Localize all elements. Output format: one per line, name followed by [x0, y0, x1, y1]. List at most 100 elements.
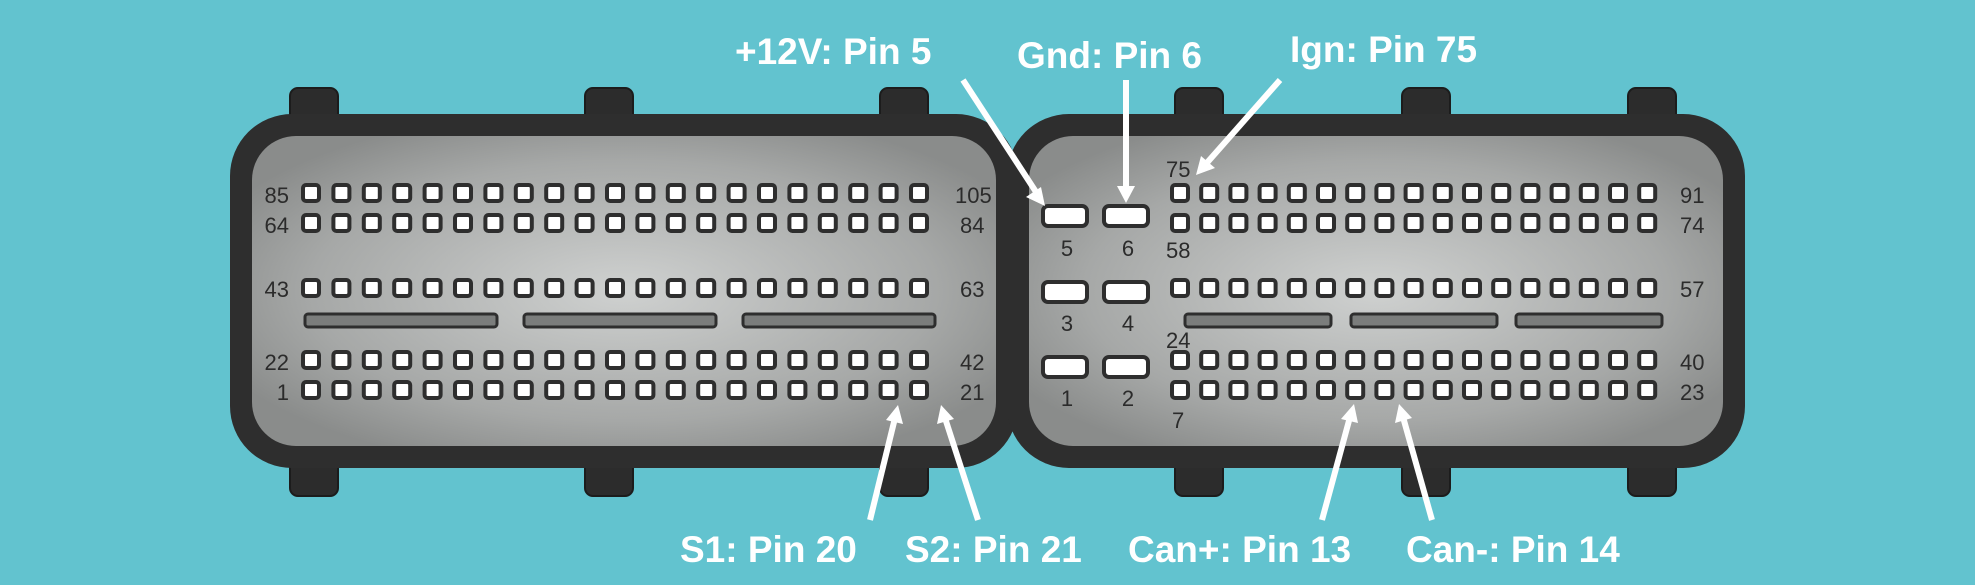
- pin-socket: [1608, 213, 1628, 233]
- pin-socket: [726, 350, 747, 370]
- pin-label-3: 3: [1061, 311, 1073, 336]
- pin-socket: [1520, 213, 1541, 233]
- pin-socket: [1286, 350, 1307, 370]
- pin-socket: [1403, 380, 1424, 400]
- pin-socket: [574, 183, 595, 203]
- pin-socket: [513, 213, 534, 233]
- pin-socket: [361, 380, 382, 400]
- callout-canm: Can-: Pin 14: [1406, 529, 1620, 570]
- pin-socket: [361, 183, 382, 203]
- pin-socket: [665, 213, 686, 233]
- pin-socket: [1228, 213, 1249, 233]
- pin-6: [1102, 204, 1150, 228]
- pin-socket: [696, 213, 717, 233]
- pin-label-22: 22: [265, 350, 289, 375]
- separator-bars: [303, 312, 1664, 329]
- pin-label-6: 6: [1122, 236, 1134, 261]
- pin-label-1: 1: [1061, 386, 1073, 411]
- arrowhead-s1: [886, 405, 903, 424]
- pin-socket: [1462, 350, 1482, 370]
- pin-label-7: 7: [1172, 408, 1184, 433]
- pin-socket: [574, 278, 595, 298]
- pin-socket: [1199, 380, 1220, 400]
- separator-bar: [1183, 312, 1333, 329]
- callout-arrows: [867, 78, 1435, 521]
- pin-socket: [848, 183, 869, 203]
- separator-bar: [741, 312, 937, 329]
- pin-socket: [544, 350, 565, 370]
- pin-socket: [1462, 213, 1482, 233]
- pin-socket: [1374, 350, 1395, 370]
- pin-socket: [392, 380, 413, 400]
- pin-socket: [1403, 350, 1424, 370]
- pin-socket: [696, 183, 717, 203]
- arrow-s2: [942, 417, 981, 521]
- pin-label-21: 21: [960, 380, 984, 405]
- pin-socket: [1345, 350, 1366, 370]
- pin-socket: [848, 213, 869, 233]
- pin-socket: [817, 183, 838, 203]
- pin-label-57: 57: [1680, 277, 1704, 302]
- pin-socket: [696, 350, 717, 370]
- pin-socket: [1549, 380, 1570, 400]
- pin-socket: [817, 278, 838, 298]
- pin-socket: [301, 183, 321, 203]
- pin-socket: [1578, 213, 1599, 233]
- pin-socket: [1374, 380, 1395, 400]
- pin-socket: [453, 380, 473, 400]
- pin-socket: [1608, 278, 1628, 298]
- pin-socket: [757, 350, 777, 370]
- pin-label-84: 84: [960, 213, 984, 238]
- pin-socket: [1491, 278, 1512, 298]
- pin-socket: [1549, 213, 1570, 233]
- pin-socket: [422, 213, 443, 233]
- pin-socket: [1228, 183, 1249, 203]
- separator-bar: [303, 312, 499, 329]
- pin-socket: [848, 380, 869, 400]
- arrowhead-s2: [937, 405, 954, 424]
- pin-socket: [909, 278, 929, 298]
- pin-socket: [331, 350, 352, 370]
- pin-label-74: 74: [1680, 213, 1704, 238]
- arrowhead-ign: [1196, 156, 1215, 175]
- pin-socket: [605, 350, 625, 370]
- arrow-canm: [1400, 416, 1435, 521]
- pin-socket: [757, 213, 777, 233]
- pin-socket: [726, 278, 747, 298]
- pin-socket: [361, 350, 382, 370]
- pin-socket: [483, 278, 504, 298]
- pin-3: [1041, 280, 1089, 304]
- pin-socket: [544, 183, 565, 203]
- pin-socket: [1403, 278, 1424, 298]
- pin-socket: [1286, 380, 1307, 400]
- pin-label-40: 40: [1680, 350, 1704, 375]
- pin-socket: [757, 278, 777, 298]
- pin-socket: [513, 183, 534, 203]
- pin-socket: [301, 213, 321, 233]
- pin-label-63: 63: [960, 277, 984, 302]
- pin-socket: [635, 278, 656, 298]
- pin-socket: [1316, 380, 1336, 400]
- pin-socket: [1432, 278, 1453, 298]
- arrow-canp: [1319, 416, 1353, 521]
- pin-socket: [1491, 350, 1512, 370]
- pin-socket: [453, 278, 473, 298]
- pin-socket: [817, 350, 838, 370]
- pin-socket: [483, 350, 504, 370]
- pin-socket: [726, 183, 747, 203]
- pin-socket: [1520, 350, 1541, 370]
- pin-2: [1102, 355, 1150, 379]
- pin-socket: [1345, 213, 1366, 233]
- pin-socket: [1578, 350, 1599, 370]
- pin-socket: [1286, 278, 1307, 298]
- separator-bar: [522, 312, 718, 329]
- pin-socket: [1608, 183, 1628, 203]
- pin-socket: [574, 213, 595, 233]
- pin-socket: [878, 213, 899, 233]
- pin-socket: [1316, 213, 1336, 233]
- pin-socket: [1608, 380, 1628, 400]
- pin-socket: [483, 213, 504, 233]
- pin-label-23: 23: [1680, 380, 1704, 405]
- pin-socket: [1608, 350, 1628, 370]
- pin-socket: [544, 278, 565, 298]
